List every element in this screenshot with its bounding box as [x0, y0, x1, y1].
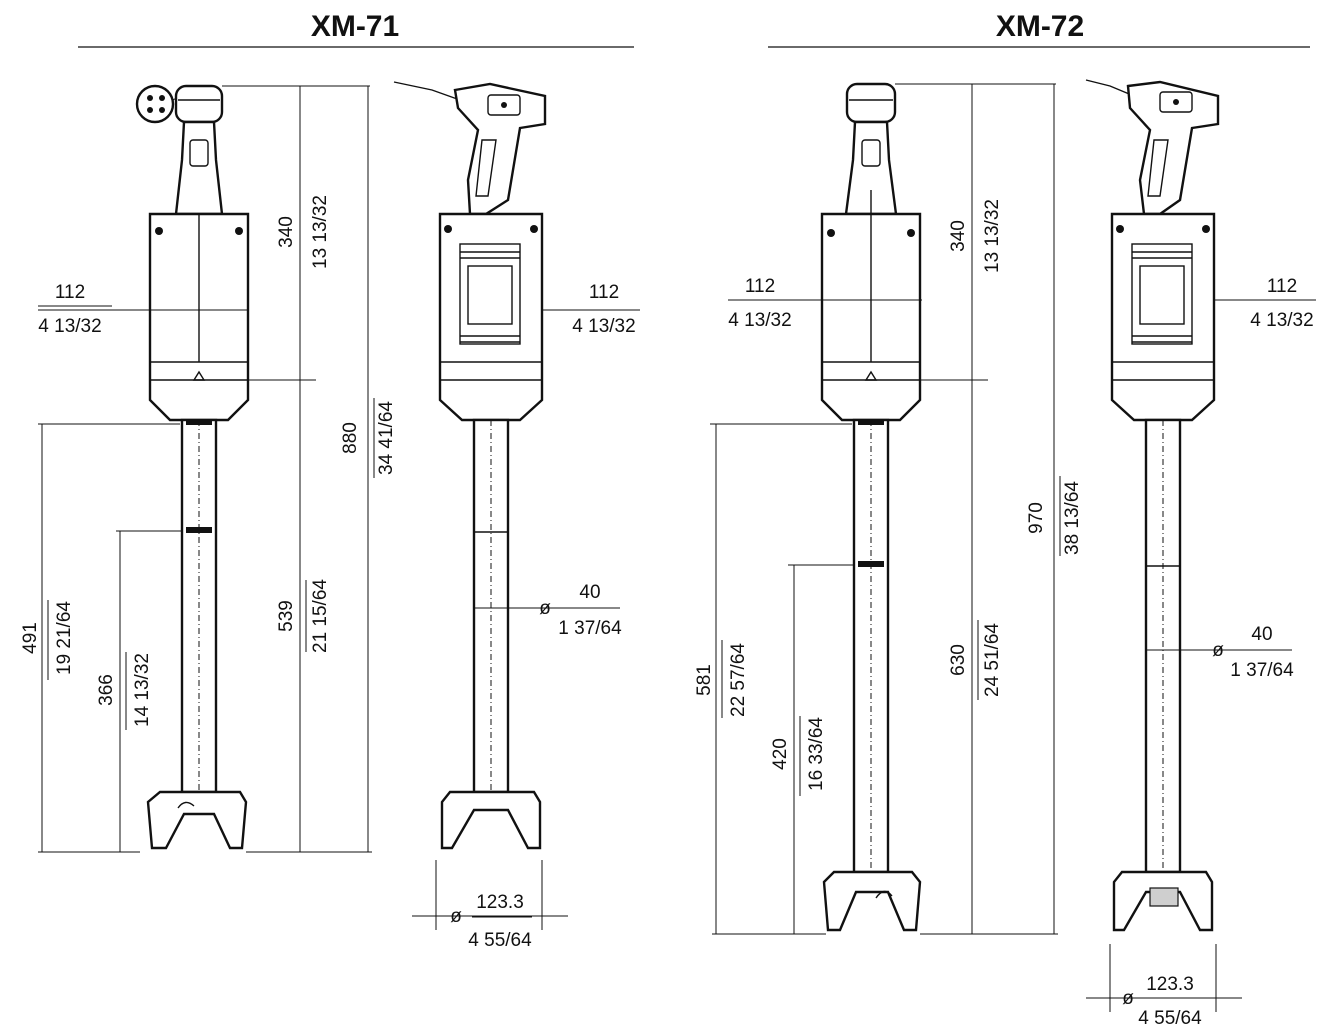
xm72-side-motor-body [1110, 212, 1216, 422]
xm71-bell-dia-mm: 123.3 [476, 892, 524, 913]
xm71-cable-plug [135, 84, 175, 124]
xm72-tube-dia-in: 1 37/64 [1230, 660, 1294, 681]
xm72-side-width-in: 4 13/32 [1250, 310, 1313, 331]
xm71-title-block: XM-71 [78, 10, 634, 48]
xm71-immersion-mm: 366 [96, 674, 117, 706]
xm72-cable [1085, 79, 1135, 97]
xm71-bell-dia-symbol: ø [450, 906, 462, 927]
xm72-dimensions: 340 13 13/32 970 38 13/64 630 24 51/64 5… [694, 83, 1316, 1029]
xm71-shaft-mm: 491 [20, 622, 41, 654]
xm72-speed-knob [845, 82, 897, 124]
xm71-front-view [135, 84, 250, 850]
xm72-tube-dia-mm: 40 [1251, 624, 1272, 645]
xm72-title: XM-72 [996, 10, 1084, 43]
xm72-title-block: XM-72 [768, 10, 1310, 48]
xm72-bell-dia-mm: 123.3 [1146, 974, 1194, 995]
xm72-side-width-mm: 112 [1267, 276, 1297, 297]
xm71-tube-dia-symbol: ø [539, 598, 551, 619]
xm72-shaft-full-in: 24 51/64 [982, 623, 1003, 697]
xm71-tube-dia-mm: 40 [579, 582, 600, 603]
xm72-bell-dia-in: 4 55/64 [1138, 1008, 1202, 1029]
xm71-shaft-full-mm: 539 [276, 600, 297, 632]
xm72-bell-dia-symbol: ø [1122, 988, 1134, 1009]
xm71-total-length-in: 34 41/64 [376, 401, 397, 475]
xm71-side-motor-body [438, 212, 544, 422]
xm72-side-handle [1126, 80, 1220, 216]
xm71-total-length-mm: 880 [340, 422, 361, 454]
xm72-tube-dia-symbol: ø [1212, 640, 1224, 661]
xm72-motor-height-in: 13 13/32 [982, 199, 1003, 273]
xm72-total-length-mm: 970 [1026, 502, 1047, 534]
xm71-handle [174, 120, 224, 216]
xm72-total-length-in: 38 13/64 [1062, 481, 1083, 555]
xm71-width-in: 4 13/32 [38, 316, 101, 337]
xm71-blade-bell [146, 790, 248, 850]
xm71-speed-knob [174, 84, 224, 124]
xm72-front-view [820, 82, 922, 932]
xm71-width-mm: 112 [55, 282, 85, 303]
xm71-title: XM-71 [311, 10, 399, 43]
xm71-side-blade-bell [440, 790, 542, 850]
xm71-shaft-in: 19 21/64 [54, 601, 75, 675]
xm71-cable [393, 81, 461, 101]
xm72-motor-height-mm: 340 [948, 220, 969, 252]
xm72-shaft-full-mm: 630 [948, 644, 969, 676]
xm71-bell-dia-in: 4 55/64 [468, 930, 532, 951]
xm71-dimensions: 340 13 13/32 880 34 41/64 539 21 15/64 4… [20, 85, 640, 951]
xm71-motor-height-in: 13 13/32 [310, 195, 331, 269]
xm71-side-handle [453, 82, 547, 216]
xm71-side-view [393, 81, 547, 850]
xm72-immersion-mm: 420 [770, 738, 791, 770]
xm72-immersion-in: 16 33/64 [806, 717, 827, 791]
xm72-blade-bell [822, 870, 922, 932]
xm71-shaft-full-in: 21 15/64 [310, 579, 331, 653]
xm72-side-view [1085, 79, 1220, 932]
xm71-tube-dia-in: 1 37/64 [558, 618, 622, 639]
xm71-side-width-in: 4 13/32 [572, 316, 635, 337]
xm72-side-blade-bell [1112, 870, 1214, 932]
xm72-width-in: 4 13/32 [728, 310, 791, 331]
xm71-immersion-in: 14 13/32 [132, 653, 153, 727]
xm72-blade [1149, 887, 1179, 907]
xm71-motor-height-mm: 340 [276, 216, 297, 248]
xm72-shaft-mm: 581 [694, 664, 715, 696]
xm71-side-width-mm: 112 [589, 282, 619, 303]
xm72-shaft-in: 22 57/64 [728, 643, 749, 717]
xm72-width-mm: 112 [745, 276, 775, 297]
